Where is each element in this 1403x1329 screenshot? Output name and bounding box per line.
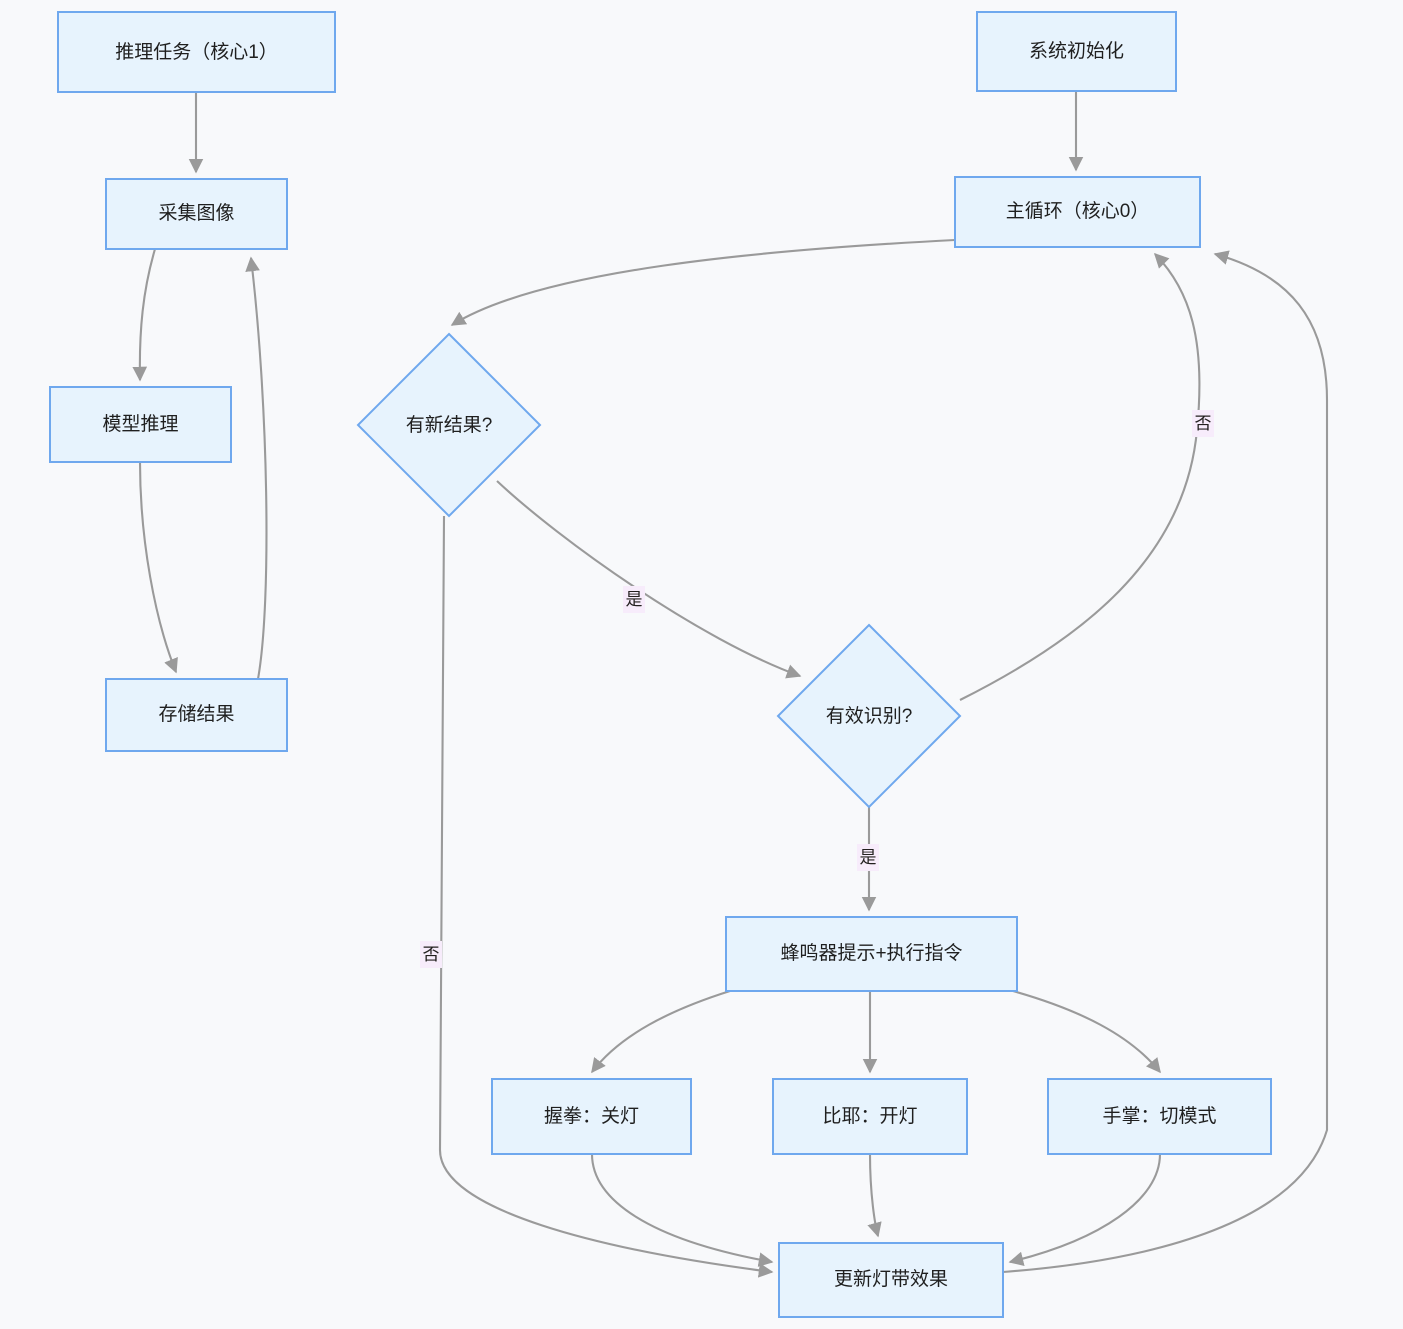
node-gesture-palm[interactable]: 手掌：切模式 <box>1047 1078 1272 1155</box>
edge-capture-to-model-infer <box>132 248 157 382</box>
node-main-loop[interactable]: 主循环（核心0） <box>954 176 1201 248</box>
node-capture-image[interactable]: 采集图像 <box>105 178 288 250</box>
node-valid-detection-decision[interactable]: 有效识别? <box>776 623 962 809</box>
edge-update-led-to-main-loop <box>1002 250 1329 1274</box>
node-gesture-fist[interactable]: 握拳：关灯 <box>491 1078 692 1155</box>
node-gesture-yeah[interactable]: 比耶：开灯 <box>772 1078 968 1155</box>
edge-palm-to-update-led <box>1008 1153 1162 1266</box>
edge-valid-detect-no-to-main-loop <box>959 252 1201 701</box>
node-system-init[interactable]: 系统初始化 <box>976 11 1177 92</box>
edges-layer: 有效识别? --> 更新灯带效果 --> 蜂鸣器提示 --> 主循环 --> <box>132 91 1329 1278</box>
edge-model-infer-to-store <box>138 461 178 674</box>
edge-has-result-no-to-update-led <box>438 515 774 1278</box>
node-has-new-result-decision[interactable]: 有新结果? <box>356 332 542 518</box>
node-buzzer-execute[interactable]: 蜂鸣器提示+执行指令 <box>725 916 1018 992</box>
edge-fist-to-update-led <box>590 1153 774 1267</box>
edge-label-yes-has-result: 是 <box>623 586 645 613</box>
edge-store-to-capture <box>245 256 268 680</box>
edge-label-no-has-result: 否 <box>420 941 442 968</box>
edge-has-result-yes-to-valid-detect <box>496 480 802 679</box>
node-update-led-strip[interactable]: 更新灯带效果 <box>778 1242 1004 1318</box>
node-infer-task[interactable]: 推理任务（核心1） <box>57 11 336 93</box>
node-model-inference[interactable]: 模型推理 <box>49 386 232 463</box>
nodes-layer: 推理任务（核心1） 采集图像 模型推理 存储结果 系统初始化 主循环（核心0） <box>49 11 1272 1318</box>
edge-buzzer-to-fist <box>591 989 731 1074</box>
edge-buzzer-to-palm <box>1012 989 1161 1074</box>
edge-yeah-to-update-led <box>867 1153 882 1238</box>
edge-label-yes-valid-detect: 是 <box>857 844 879 871</box>
edge-label-no-valid-detect: 否 <box>1192 410 1214 437</box>
edge-main-loop-to-has-result <box>450 238 956 326</box>
node-store-result[interactable]: 存储结果 <box>105 678 288 752</box>
